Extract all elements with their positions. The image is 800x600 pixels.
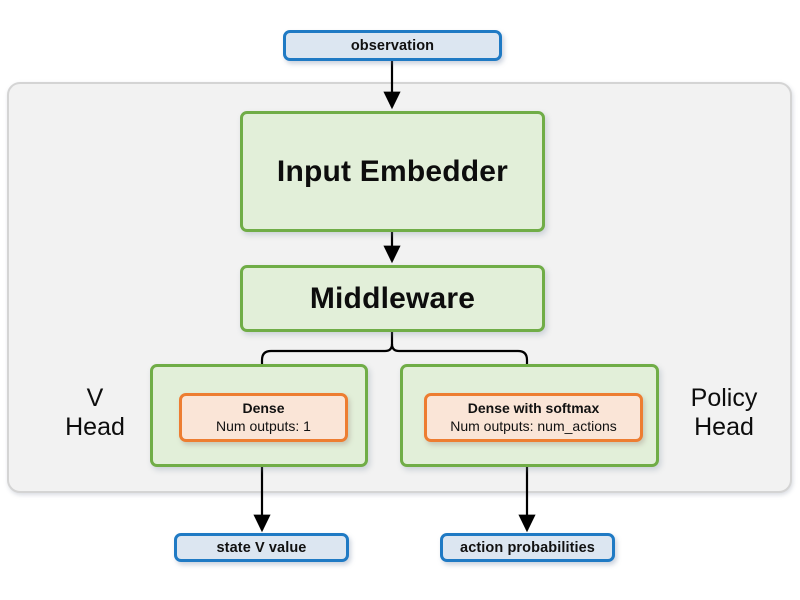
policy-head-dense-subtitle: Num outputs: num_actions	[450, 417, 617, 434]
v-head-caption: V Head	[65, 384, 125, 441]
node-observation[interactable]: observation	[283, 30, 502, 61]
node-middleware-label: Middleware	[309, 281, 476, 315]
policy-head-dense-title: Dense with softmax	[467, 400, 600, 417]
v-head-dense-title: Dense	[242, 400, 285, 417]
node-state-v-value-label: state V value	[216, 539, 307, 556]
node-state-v-value[interactable]: state V value	[174, 533, 349, 562]
node-input-embedder[interactable]: Input Embedder	[240, 111, 545, 232]
node-action-probabilities[interactable]: action probabilities	[440, 533, 615, 562]
node-action-probabilities-label: action probabilities	[460, 539, 595, 556]
policy-head-caption: Policy Head	[690, 384, 758, 441]
policy-head-dense-box[interactable]: Dense with softmax Num outputs: num_acti…	[424, 393, 643, 442]
node-input-embedder-label: Input Embedder	[276, 154, 509, 188]
policy-head-container[interactable]: Dense with softmax Num outputs: num_acti…	[400, 364, 659, 467]
v-head-dense-box[interactable]: Dense Num outputs: 1	[179, 393, 348, 442]
node-observation-label: observation	[350, 37, 435, 54]
v-head-dense-subtitle: Num outputs: 1	[216, 417, 311, 434]
node-middleware[interactable]: Middleware	[240, 265, 545, 332]
v-head-container[interactable]: Dense Num outputs: 1	[150, 364, 368, 467]
